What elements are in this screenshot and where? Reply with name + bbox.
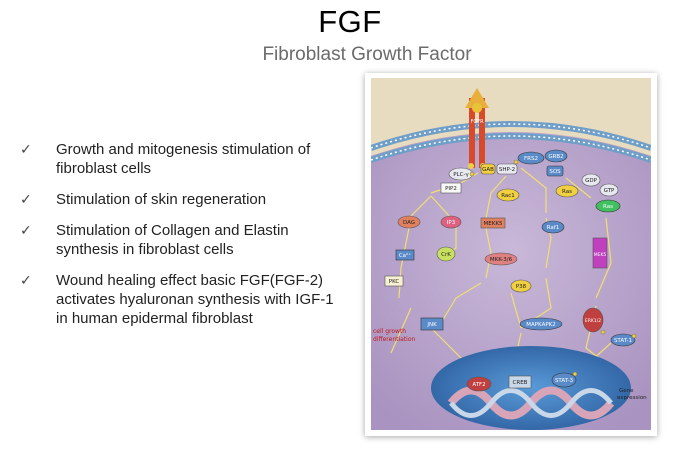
bullet-text-line: synthesis in fibroblast cells — [56, 241, 234, 258]
dna-helix — [447, 386, 615, 420]
node-mekk5: MEKK5 — [480, 217, 506, 229]
slide-subtitle: Fibroblast Growth Factor — [262, 44, 472, 65]
node-ca: Ca²⁺ — [395, 249, 415, 261]
node-label: Ras — [603, 204, 613, 210]
checkmark-icon: ✓ — [20, 191, 32, 207]
differentiation-label: differentiation — [373, 336, 416, 343]
bullet-text-line: Stimulation of Collagen and Elastin — [56, 222, 289, 239]
node-label: Ca²⁺ — [399, 252, 411, 259]
checkmark-icon: ✓ — [20, 272, 32, 288]
node-stat1: STAT-1 — [610, 333, 636, 347]
node-label: Rac1 — [501, 193, 515, 199]
bullet-item: ✓ Stimulation of Collagen and Elastin sy… — [20, 221, 370, 259]
node-shp2: SHP-2 — [496, 163, 518, 175]
bullet-item: ✓ Stimulation of skin regeneration — [20, 190, 370, 209]
cell-growth-label: cell growth — [373, 328, 406, 335]
node-p38: P38 — [510, 279, 532, 293]
expression-label: expression — [617, 395, 647, 401]
node-label: ATF2 — [472, 382, 485, 388]
node-label: JNK — [426, 322, 437, 328]
node-raf1: Raf1 — [541, 220, 565, 234]
pathway-diagram: FGFR — [371, 78, 651, 430]
bullet-text-line: fibroblast cells — [56, 160, 152, 177]
node-label: MEKK5 — [484, 221, 503, 227]
node-crk: CrK — [436, 246, 456, 262]
checkmark-icon: ✓ — [20, 222, 32, 238]
node-label: GDP — [585, 178, 597, 184]
node-label: Ras — [562, 189, 572, 195]
node-label: STAT-1 — [614, 338, 632, 344]
node-gab: GAB — [480, 163, 496, 175]
bullet-text-line: Stimulation of skin regeneration — [56, 191, 267, 208]
node-label: FRS2 — [524, 156, 538, 162]
node-label: MKK-3/6 — [490, 257, 513, 263]
node-ras-gtp: Ras — [595, 199, 621, 213]
phosphate-markers — [469, 159, 637, 377]
node-label: PIP2 — [445, 186, 457, 192]
node-label: DAG — [403, 220, 415, 226]
gene-label: Gene — [619, 388, 634, 394]
node-gtp: GTP — [599, 183, 619, 197]
node-label: PKC — [389, 279, 400, 285]
node-stat3: STAT-3 — [551, 372, 577, 388]
receptor-label: FGFR — [470, 119, 484, 125]
node-label: Raf1 — [547, 225, 560, 231]
node-label: ERK1/2 — [585, 318, 601, 324]
node-mkk36: MKK-3/6 — [484, 252, 518, 266]
bullet-list: ✓ Growth and mitogenesis stimulation of … — [20, 140, 370, 340]
node-atf2: ATF2 — [466, 376, 492, 392]
node-jnk: JNK — [420, 317, 444, 331]
bullet-text-line: in human epidermal fibroblast — [56, 310, 253, 327]
node-mek5: MEK5 — [592, 237, 608, 269]
cell-membrane — [371, 121, 651, 163]
node-label: PLC-γ — [453, 172, 469, 178]
slide-title: FGF — [318, 4, 382, 39]
node-erk12: ERK1/2 — [582, 307, 604, 333]
node-pip2: PIP2 — [440, 182, 462, 194]
node-mapkapk2: MAPKAPK2 — [519, 317, 563, 331]
node-ip3: IP3 — [440, 215, 462, 229]
node-label: GTP — [604, 188, 615, 194]
bullet-item: ✓ Wound healing effect basic FGF(FGF-2) … — [20, 271, 370, 328]
bullet-text-line: Wound healing effect basic FGF(FGF-2) — [56, 272, 324, 289]
node-sos: SOS — [546, 165, 564, 177]
checkmark-icon: ✓ — [20, 141, 32, 157]
node-label: SOS — [549, 169, 561, 175]
node-label: GRB2 — [548, 154, 563, 160]
bullet-text-line: Growth and mitogenesis stimulation of — [56, 141, 311, 158]
node-label: IP3 — [447, 220, 456, 226]
node-plc-gamma: PLC-γ — [448, 167, 474, 181]
node-grb2: GRB2 — [544, 149, 568, 163]
node-label: P38 — [516, 284, 527, 290]
node-rac1: Rac1 — [496, 188, 520, 202]
node-creb: CREB — [508, 375, 532, 389]
node-label: MEK5 — [594, 252, 607, 258]
node-dag: DAG — [397, 215, 421, 229]
node-label: CREB — [513, 380, 528, 386]
node-label: MAPKAPK2 — [526, 322, 556, 328]
fgf-pathway-figure: FGFR — [365, 73, 657, 436]
node-label: GAB — [482, 167, 494, 173]
node-frs2: FRS2 — [517, 151, 545, 165]
node-ras: Ras — [555, 184, 579, 198]
node-gdp: GDP — [581, 173, 601, 187]
node-label: CrK — [441, 252, 451, 258]
node-pkc: PKC — [384, 275, 404, 287]
bullet-item: ✓ Growth and mitogenesis stimulation of … — [20, 140, 370, 178]
bullet-text-line: activates hyaluronan synthesis with IGF-… — [56, 291, 334, 308]
node-label: SHP-2 — [499, 167, 515, 173]
node-label: STAT-3 — [555, 378, 574, 384]
